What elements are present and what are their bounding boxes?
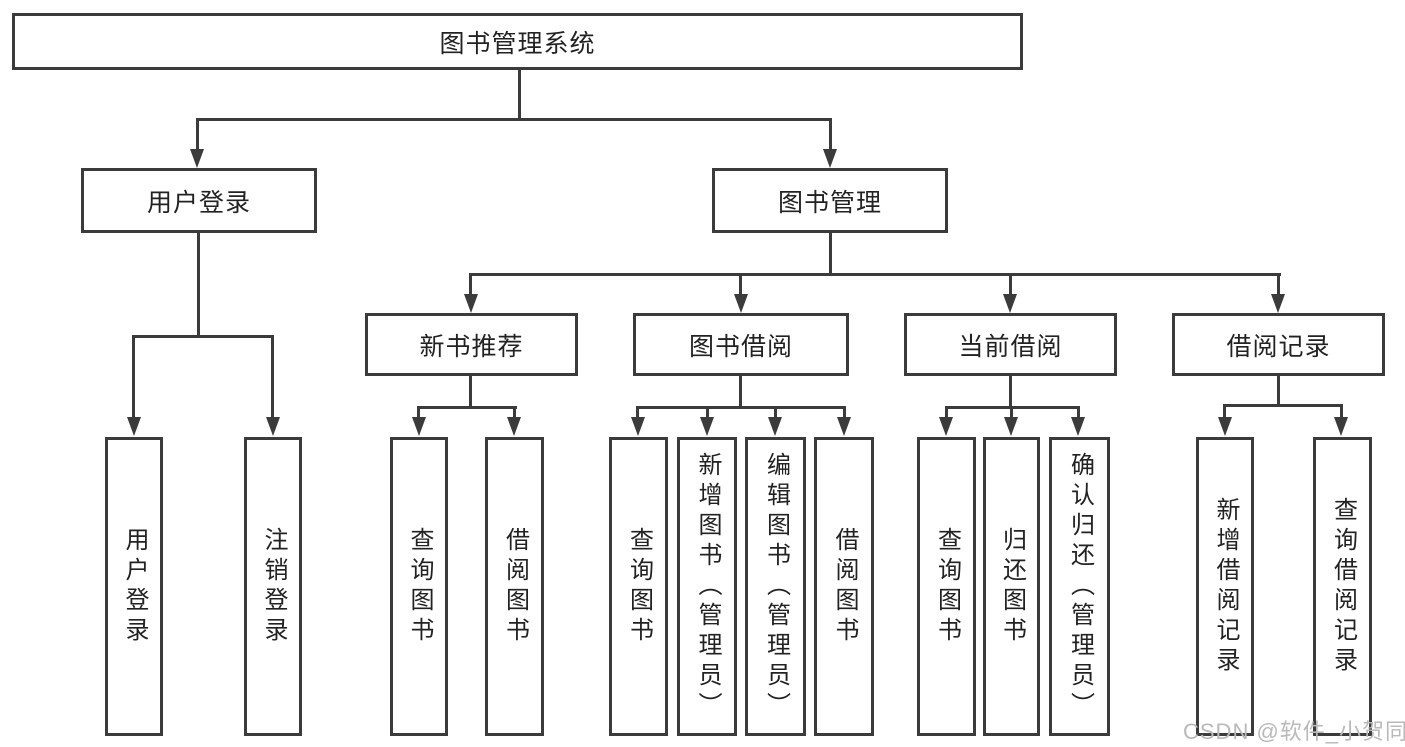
connector-line (774, 406, 777, 418)
leaf-logout: 注销登录 (244, 437, 302, 736)
connector-line (469, 273, 472, 296)
connector-line (271, 335, 274, 418)
node-book-management: 图书管理 (712, 168, 948, 233)
node-label: 查询图书 (933, 526, 961, 647)
node-label: 图书借阅 (688, 332, 793, 361)
leaf-query-books-current: 查询图书 (917, 437, 976, 736)
node-label: 用户登录 (146, 188, 251, 217)
connector-line (829, 118, 832, 151)
leaf-borrow-books-recommend: 借阅图书 (485, 437, 544, 736)
leaf-query-books-borrowing: 查询图书 (609, 437, 668, 736)
arrow-down-icon (412, 417, 426, 436)
node-label: 确认归还（管理员） (1066, 451, 1094, 722)
leaf-query-borrow-record: 查询借阅记录 (1313, 437, 1372, 736)
leaf-user-login: 用户登录 (105, 437, 163, 736)
node-user-login: 用户登录 (81, 168, 317, 233)
node-label: 查询图书 (406, 526, 433, 647)
arrow-down-icon (266, 417, 280, 436)
csdn-watermark: CSDN @软件_小贺同学 (1183, 719, 1405, 744)
connector-line (417, 406, 517, 409)
node-label: 注销登录 (260, 526, 287, 647)
arrow-down-icon (1218, 417, 1232, 436)
connector-line (1223, 404, 1342, 407)
node-label: 编辑图书（管理员） (762, 451, 790, 722)
connector-line (469, 376, 472, 408)
connector-line (636, 406, 639, 418)
connector-line (197, 233, 200, 338)
connector-line (513, 406, 516, 418)
connector-line (739, 273, 742, 296)
node-current-borrowing: 当前借阅 (904, 313, 1117, 376)
connector-line (1009, 376, 1012, 408)
node-label: 新书推荐 (419, 332, 524, 361)
node-label: 新增图书（管理员） (694, 451, 721, 722)
arrow-down-icon (127, 417, 141, 436)
connector-line (1340, 404, 1343, 418)
node-new-book-recommend: 新书推荐 (365, 313, 578, 376)
connector-line (706, 406, 709, 418)
leaf-return-books: 归还图书 (983, 437, 1040, 736)
node-book-borrowing: 图书借阅 (633, 313, 849, 376)
connector-line (132, 335, 135, 418)
arrow-down-icon (734, 294, 748, 313)
node-label: 查询借阅记录 (1329, 496, 1357, 677)
connector-line (1010, 406, 1013, 418)
node-label: 用户登录 (121, 526, 148, 647)
node-label: 归还图书 (998, 526, 1026, 647)
connector-line (739, 376, 742, 408)
node-library-system: 图书管理系统 (12, 13, 1023, 70)
leaf-edit-book-admin: 编辑图书（管理员） (745, 437, 806, 736)
connector-line (518, 70, 521, 121)
connector-line (1223, 404, 1226, 418)
leaf-add-book-admin: 新增图书（管理员） (677, 437, 737, 736)
node-label: 借阅记录 (1226, 332, 1331, 361)
arrow-down-icon (631, 417, 645, 436)
arrow-down-icon (1071, 417, 1085, 436)
arrow-down-icon (823, 149, 837, 168)
connector-line (1077, 406, 1080, 418)
connector-line (196, 118, 199, 151)
arrow-down-icon (1004, 417, 1018, 436)
arrow-down-icon (1334, 417, 1348, 436)
leaf-borrow-books: 借阅图书 (814, 437, 874, 736)
node-label: 新增借阅记录 (1212, 496, 1239, 677)
connector-line (945, 406, 948, 418)
arrow-down-icon (939, 417, 953, 436)
node-label: 图书管理 (777, 188, 882, 217)
connector-line (417, 406, 420, 418)
leaf-confirm-return-admin: 确认归还（管理员） (1049, 437, 1110, 736)
node-label: 查询图书 (625, 526, 653, 647)
arrow-down-icon (1003, 294, 1017, 313)
connector-line (469, 273, 1281, 276)
connector-line (1009, 273, 1012, 296)
arrow-down-icon (768, 417, 782, 436)
node-label: 借阅图书 (831, 526, 858, 647)
connector-line (1277, 376, 1280, 407)
arrow-down-icon (190, 149, 204, 168)
node-label: 借阅图书 (501, 526, 529, 647)
arrow-down-icon (837, 417, 851, 436)
leaf-add-borrow-record: 新增借阅记录 (1196, 437, 1254, 736)
connector-line (1277, 273, 1280, 296)
connector-line (636, 406, 846, 409)
node-label: 当前借阅 (958, 332, 1063, 361)
connector-line (829, 233, 832, 275)
arrow-down-icon (700, 417, 714, 436)
connector-line (843, 406, 846, 418)
connector-line (132, 335, 274, 338)
leaf-query-books-recommend: 查询图书 (390, 437, 448, 736)
node-borrow-records: 借阅记录 (1172, 313, 1385, 376)
arrow-down-icon (464, 294, 478, 313)
arrow-down-icon (1271, 294, 1285, 313)
node-label: 图书管理系统 (439, 29, 596, 58)
connector-line (196, 118, 832, 121)
arrow-down-icon (507, 417, 521, 436)
